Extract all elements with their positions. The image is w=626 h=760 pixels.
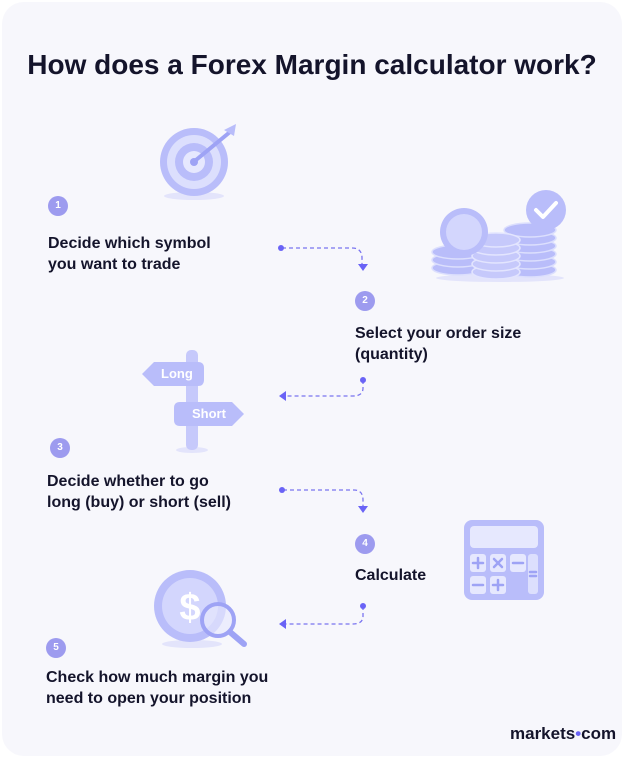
connector-3-4 [283, 489, 364, 506]
connector-4-5 [286, 606, 364, 625]
sign-label-long: Long [161, 366, 193, 381]
step-badge-4: 4 [355, 534, 375, 554]
target-icon [160, 124, 236, 200]
step-text-3-line-2: long (buy) or short (sell) [47, 494, 231, 511]
step-badge-2: 2 [355, 291, 375, 311]
calculator-icon [464, 520, 544, 600]
step-text-5-line-2: need to open your position [46, 690, 252, 707]
sign-label-short: Short [192, 406, 226, 421]
step-text-3-line-1: Decide whether to go [47, 473, 209, 490]
step-text-5: Check how much margin you need to open y… [46, 667, 268, 709]
step-badge-3: 3 [50, 438, 70, 458]
step-text-1-line-2: you want to trade [48, 256, 181, 273]
step-text-1: Decide which symbol you want to trade [48, 233, 211, 275]
dollar-magnifier-icon: $ [154, 570, 247, 648]
svg-text:$: $ [179, 587, 200, 629]
logo-text-left: markets [510, 724, 576, 743]
connector-start-dot [360, 377, 366, 383]
connector-start-dot [279, 487, 285, 493]
step-text-1-line-1: Decide which symbol [48, 235, 211, 252]
page-title: How does a Forex Margin calculator work? [27, 49, 597, 80]
step-text-3: Decide whether to go long (buy) or short… [47, 471, 231, 513]
step-text-2-line-1: Select your order size [355, 325, 522, 342]
step-text-2-line-2: (quantity) [355, 346, 428, 363]
arrow-head-down [358, 264, 368, 271]
brand-logo: markets•com [510, 724, 616, 744]
step-text-4: Calculate [355, 567, 427, 584]
connector-start-dot [360, 603, 366, 609]
logo-dot: • [575, 724, 582, 743]
step-text-5-line-1: Check how much margin you [46, 669, 269, 686]
step-badge-1: 1 [48, 196, 68, 216]
connector-1-2 [282, 247, 363, 264]
connector-2-3 [286, 380, 364, 397]
connector-start-dot [278, 245, 284, 251]
arrow-head-left [279, 391, 286, 401]
step-badge-5: 5 [46, 638, 66, 658]
arrow-head-left [279, 619, 286, 629]
step-text-2: Select your order size (quantity) [355, 323, 521, 365]
logo-text-right: com [581, 724, 617, 743]
coin-stacks-icon [431, 190, 566, 282]
signpost-icon [142, 350, 244, 453]
arrow-head-down [358, 506, 368, 513]
